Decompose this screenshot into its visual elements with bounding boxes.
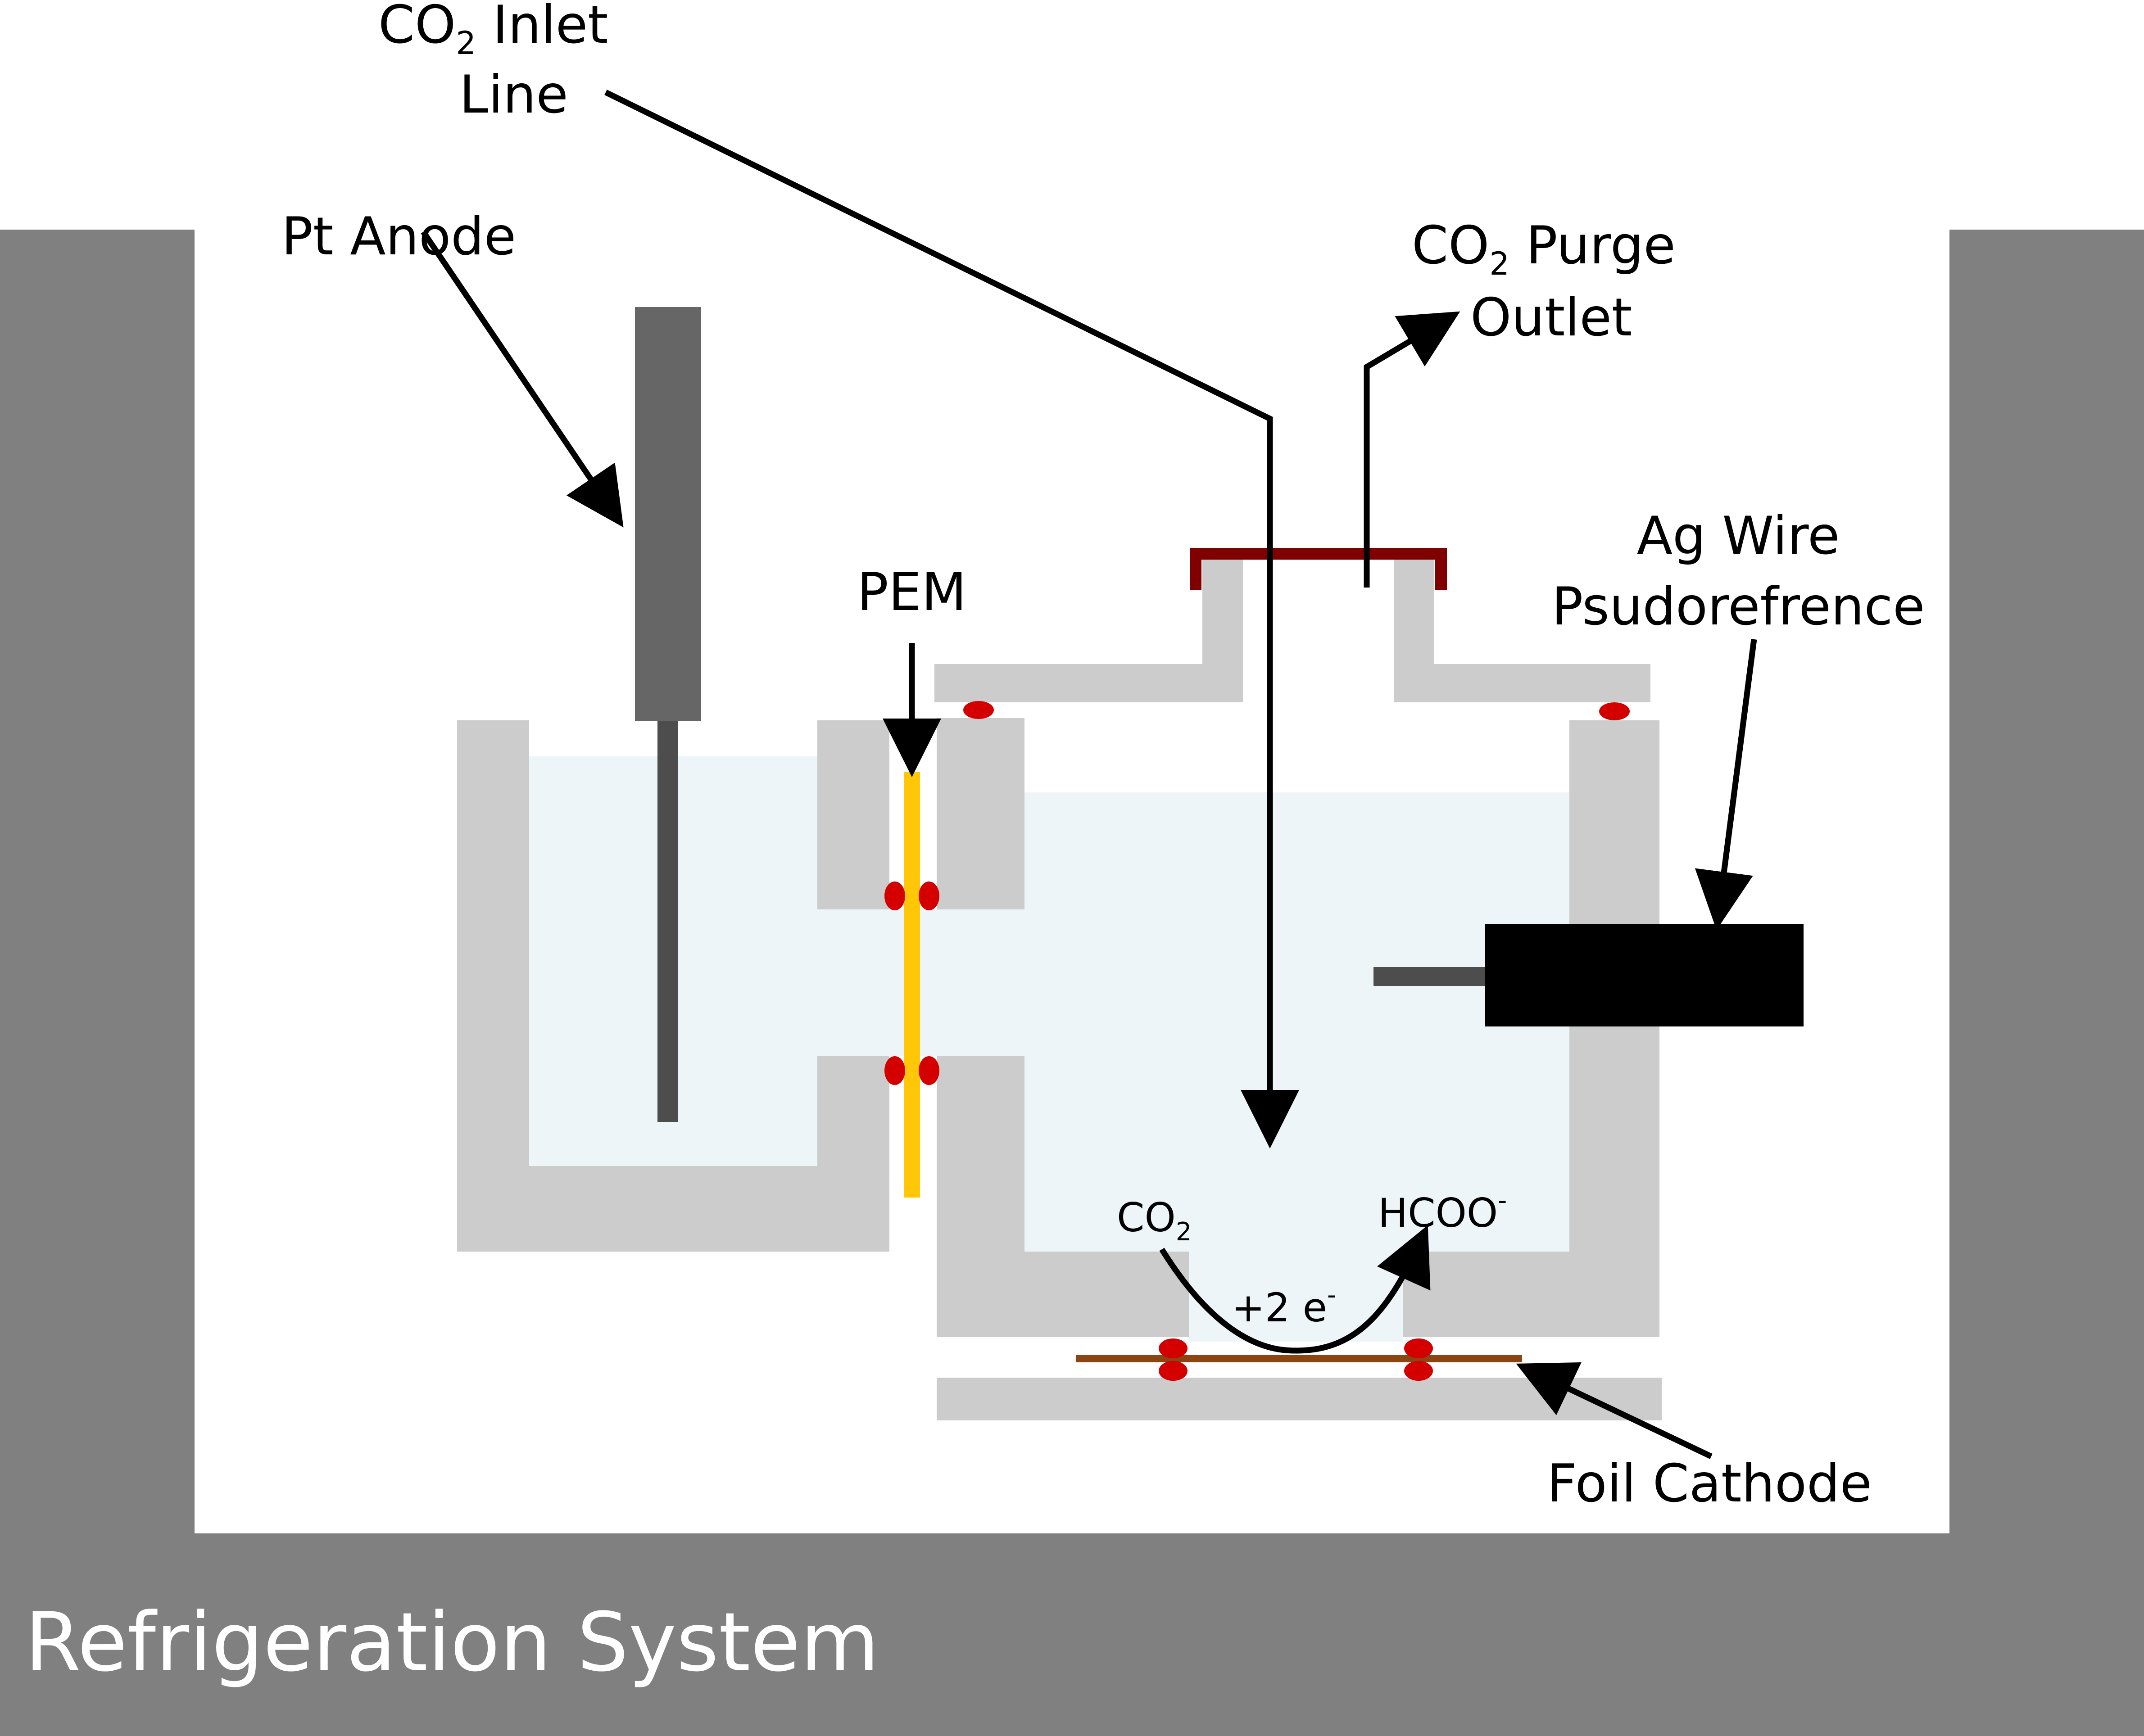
- co2-inlet-label: CO2 Inlet: [378, 0, 608, 62]
- co2-inlet-arrow: [604, 90, 1299, 1148]
- pem-membrane: [904, 772, 920, 1198]
- o-ring-icon: [1159, 1338, 1188, 1358]
- reference-wire: [1373, 967, 1485, 986]
- refrigeration-left-wall: [0, 230, 195, 1736]
- reference-body: [1485, 924, 1804, 1026]
- o-ring-icon: [884, 882, 905, 910]
- co2-purge-arrow: [1364, 311, 1460, 588]
- anode-rod: [635, 307, 701, 721]
- o-ring-icon: [884, 1056, 905, 1085]
- foil-cathode-arrow: [1516, 1362, 1713, 1459]
- cathode-cell-right-wall: [1569, 720, 1659, 1337]
- pt-anode-arrow: [421, 230, 624, 528]
- arrows: [421, 90, 1757, 1459]
- co2-inlet-label-line2: Line: [459, 64, 568, 125]
- anode-cell-right-wall-top: [817, 720, 889, 909]
- channel-electrolyte: [817, 909, 1024, 1056]
- o-ring-icon: [919, 882, 939, 910]
- co2-purge-label: CO2 Purge: [1412, 215, 1676, 282]
- anode-wire: [657, 721, 678, 1122]
- refrigeration-right-wall: [1949, 230, 2144, 1736]
- lid-right-neck: [1394, 558, 1434, 702]
- pt-anode-label: Pt Anode: [281, 206, 516, 267]
- o-ring-icon: [963, 701, 994, 719]
- ag-wire-label: Ag Wire: [1637, 506, 1840, 566]
- o-rings: [884, 701, 1630, 1381]
- refrigeration-floor: [0, 1533, 2144, 1736]
- cathode-electrolyte: [1024, 792, 1569, 1252]
- ag-wire-label-line2: Psudorefrence: [1552, 576, 1925, 637]
- ag-wire-arrow: [1695, 639, 1757, 930]
- pem-label: PEM: [857, 562, 966, 623]
- lid-right-plate: [1394, 664, 1650, 702]
- anode-cell-right-wall-bottom: [817, 1056, 889, 1166]
- cathode-cell-left-wall-top: [937, 718, 1024, 909]
- reactant-label: CO2: [1117, 1194, 1192, 1247]
- o-ring-icon: [1404, 1361, 1433, 1381]
- o-ring-icon: [1159, 1361, 1188, 1381]
- o-ring-icon: [919, 1056, 939, 1085]
- reaction-arrow: [1159, 1225, 1431, 1354]
- electrons-label: +2 e-: [1232, 1280, 1336, 1331]
- lid-left-neck: [1202, 558, 1243, 702]
- cathode-cell-bottom-left: [937, 1252, 1189, 1337]
- refrigeration-system-label: Refrigeration System: [25, 1596, 879, 1690]
- foil-cathode-label: Foil Cathode: [1547, 1453, 1872, 1514]
- ag-wire-reference: [1373, 924, 1804, 1026]
- refrigeration-system: [0, 230, 2144, 1736]
- anode-cell-left-wall: [457, 720, 529, 1252]
- cell-lid: [934, 548, 1650, 702]
- lid-left-plate: [934, 664, 1243, 702]
- o-ring-icon: [1404, 1338, 1433, 1358]
- anode-cell-bottom: [457, 1166, 889, 1252]
- co2-purge-label-line2: Outlet: [1470, 287, 1632, 348]
- o-ring-icon: [1599, 702, 1630, 720]
- pt-anode: [635, 307, 701, 1122]
- cathode-cell-left-wall-bottom: [937, 1056, 1024, 1252]
- lid-cap: [1190, 548, 1447, 590]
- product-label: HCOO-: [1378, 1186, 1507, 1236]
